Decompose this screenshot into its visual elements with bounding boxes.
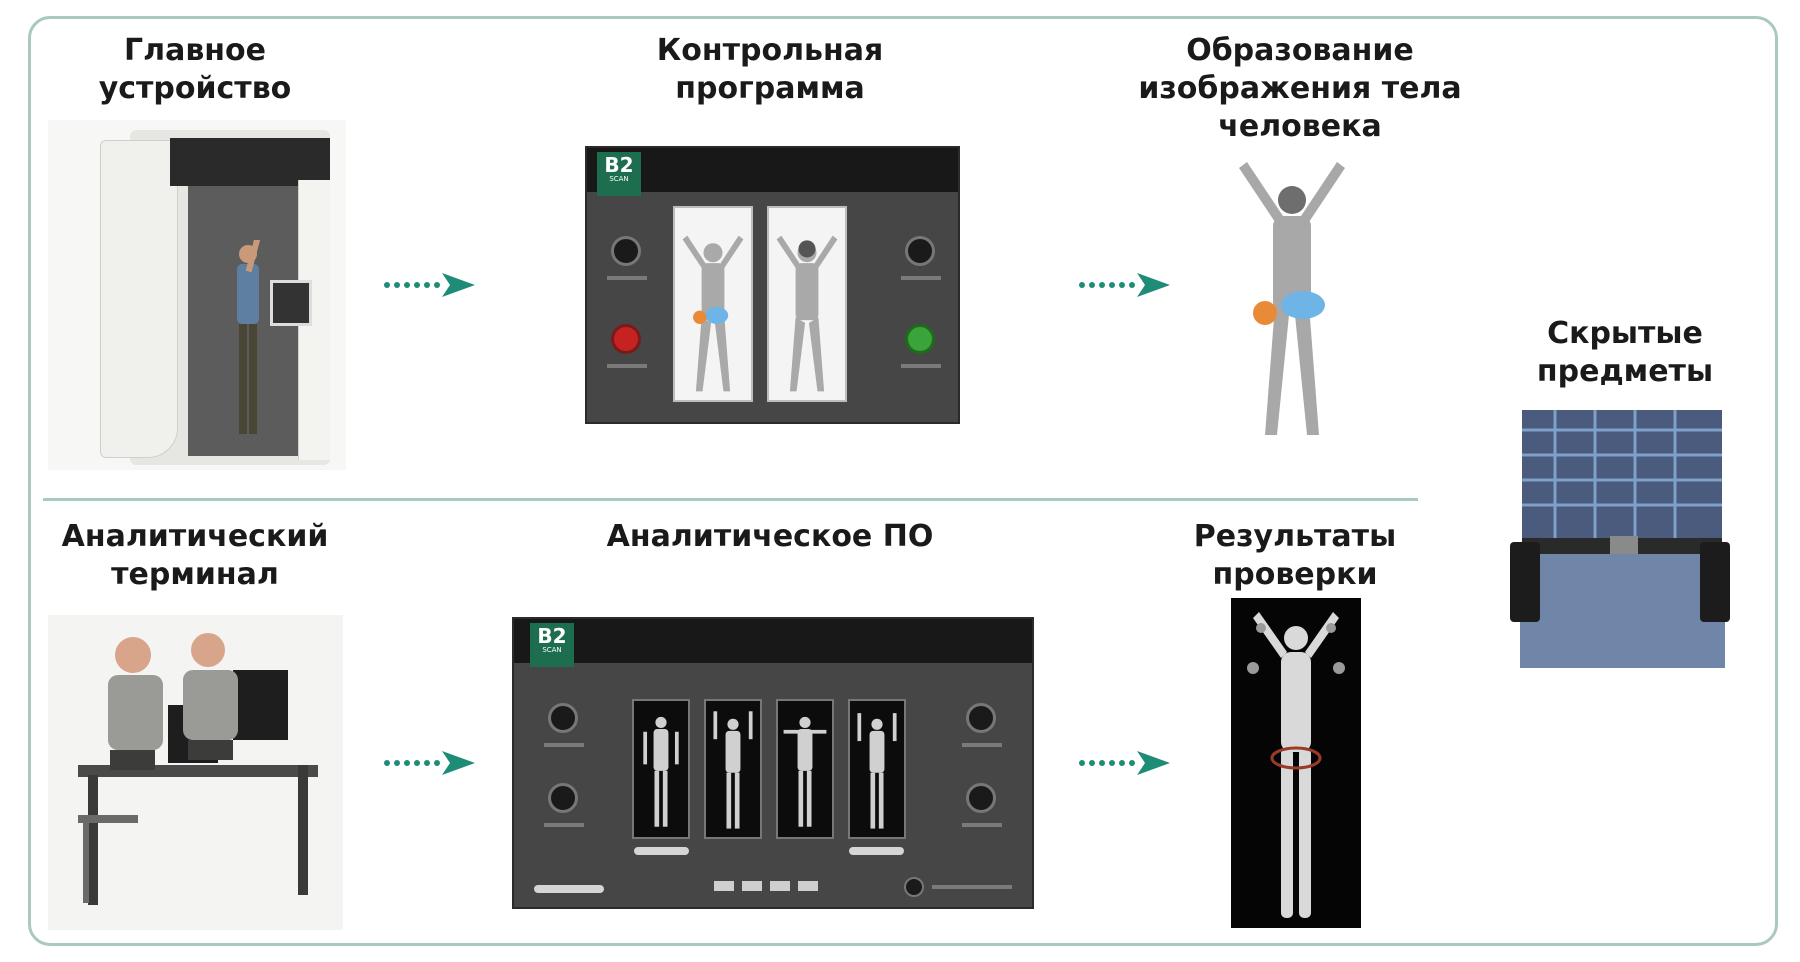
scan-result-pane <box>704 699 762 839</box>
flow-arrow-icon <box>384 751 475 775</box>
body-image-silhouette-icon <box>1239 162 1345 435</box>
slider <box>849 847 904 855</box>
stop-button-icon <box>611 324 641 354</box>
booth-control-panel <box>270 280 312 326</box>
scan-preview-front <box>673 206 753 402</box>
analytic-terminal-illustration <box>48 615 343 930</box>
round-button-icon <box>905 236 935 266</box>
flow-arrow-icon <box>1079 751 1170 775</box>
check-result-scan-image <box>1231 598 1361 928</box>
row-divider <box>43 498 1418 501</box>
label-check-results: Результаты проверки <box>1193 519 1397 592</box>
scan-result-pane <box>848 699 906 839</box>
round-button-icon <box>904 877 924 897</box>
label-main-device: Главное устройство <box>98 33 292 106</box>
label-body-image: Образование изображения тела человека <box>1138 33 1462 144</box>
slider <box>534 885 604 893</box>
start-button-icon <box>905 324 935 354</box>
person-in-booth-icon <box>237 240 261 434</box>
hidden-items-photo <box>1500 410 1745 668</box>
round-button-icon <box>548 783 578 813</box>
round-button-icon <box>611 236 641 266</box>
label-analytic-software: Аналитическое ПО <box>606 519 934 554</box>
round-button-icon <box>548 703 578 733</box>
flow-arrow-icon <box>1079 273 1170 297</box>
flow-arrow-icon <box>384 273 475 297</box>
scan-result-pane <box>776 699 834 839</box>
scan-result-pane <box>632 699 690 839</box>
slider <box>634 847 689 855</box>
body-silhouette-icon <box>776 235 838 392</box>
label-analytic-terminal: Аналитический терминал <box>61 519 329 592</box>
round-button-icon <box>966 703 996 733</box>
label-control-program: Контрольная программа <box>656 33 884 106</box>
scan-preview-back <box>767 206 847 402</box>
scanner-booth-illustration <box>48 120 346 470</box>
label-hidden-items: Скрытые предметы <box>1536 316 1714 389</box>
body-silhouette-icon <box>682 235 744 392</box>
round-button-icon <box>966 783 996 813</box>
